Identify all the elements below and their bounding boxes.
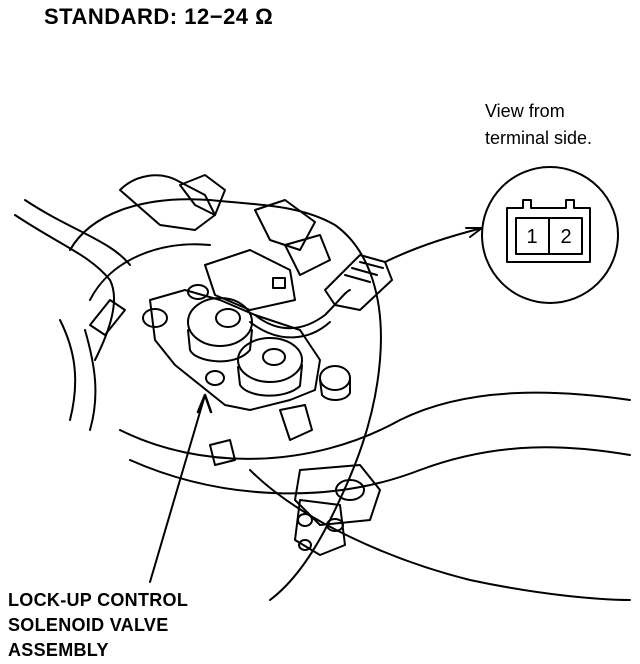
lower-bolt-1 [297,513,313,527]
case-lower-arc-2 [129,446,631,495]
view-note-line-2: terminal side. [485,128,593,148]
left-hose-1 [14,214,116,361]
side-connector [324,254,393,311]
callout-arrowhead [196,393,213,414]
top-bracket [119,174,216,231]
terminal-leader-arrow [465,227,483,238]
pin-2-label: 2 [560,226,571,248]
terminal-connector-outline [506,199,591,263]
standard-resistance-title: STANDARD: 12−24 Ω [44,4,274,29]
bolt-lower [205,370,225,386]
callout-line-1: LOCK-UP CONTROL [8,590,189,610]
pin-1-label: 1 [526,226,537,248]
round-plug-body [319,377,351,401]
wire-harness-2 [249,321,331,339]
top-connector-b [254,199,316,251]
right-housing-hole [335,479,365,501]
callout-line-2: SOLENOID VALVE [8,615,169,635]
case-bottom-arc [249,469,631,601]
callout-line-3: ASSEMBLY [8,640,109,660]
view-note-line-1: View from [485,101,565,121]
top-connector-c [284,234,331,276]
bracket-slot [272,277,286,289]
valve-block [149,289,321,411]
wire-harness [254,289,351,330]
case-inner-arc [89,243,211,301]
upper-solenoid-body [187,329,253,363]
lower-fitting-2 [209,439,236,466]
lower-solenoid-boss [262,348,286,366]
lower-solenoid-body [237,364,303,397]
lower-bolt-3 [298,539,312,551]
terminal-view-circle [481,166,619,304]
side-connector-ribs [344,261,384,283]
terminal-leader [384,227,483,263]
bracket-plate [204,249,296,311]
lower-bolt-2 [326,518,344,532]
lower-solenoid-cap [237,337,303,383]
solenoid-callout: LOCK-UP CONTROL SOLENOID VALVE ASSEMBLY [8,588,188,663]
case-lower-arc [119,391,631,460]
left-hose-3 [59,319,77,421]
left-hose-4 [84,329,97,431]
upper-solenoid-cap [187,297,253,347]
round-plug [319,365,351,391]
callout-leader [149,394,206,583]
right-bracket [294,499,346,556]
left-tube [89,299,126,336]
upper-solenoid-boss [215,308,241,328]
right-housing [294,464,381,526]
bolt-left [142,308,168,328]
bolt-top [187,284,209,300]
left-hose-2 [24,199,131,266]
lower-fitting-1 [279,404,313,441]
top-connector-a [179,174,226,216]
view-note: View from terminal side. [485,98,592,152]
